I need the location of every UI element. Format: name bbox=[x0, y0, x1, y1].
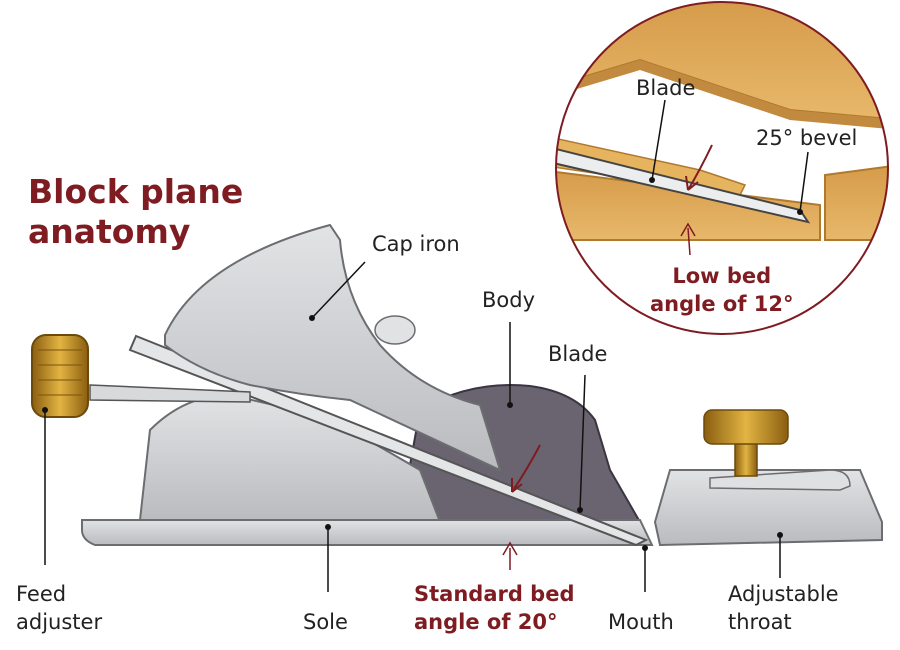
inset-blade-label: Blade bbox=[636, 76, 696, 100]
adjustable-throat-line-1: Adjustable bbox=[728, 582, 839, 606]
feed-adjuster-label: Feed adjuster bbox=[16, 580, 102, 636]
leader-cap-iron bbox=[311, 261, 366, 319]
leader-blade bbox=[579, 374, 586, 511]
low-angle-arc bbox=[687, 144, 713, 191]
standard-bed-line-1: Standard bed bbox=[414, 582, 575, 606]
feed-adjuster-line-1: Feed bbox=[16, 582, 67, 606]
feed-adjuster-line-2: adjuster bbox=[16, 610, 103, 634]
title-line-2: anatomy bbox=[28, 212, 191, 251]
cap-iron-shape bbox=[164, 223, 502, 472]
inset-leader-blade bbox=[651, 99, 666, 181]
inset-blade bbox=[556, 143, 811, 224]
title-line-1: Block plane bbox=[28, 172, 244, 211]
main-blade bbox=[128, 334, 649, 547]
feed-adjuster-knob bbox=[31, 334, 89, 418]
adjustable-throat-label: Adjustable throat bbox=[728, 580, 839, 636]
inset-bevel-label: 25° bevel bbox=[756, 126, 858, 150]
low-bed-line-1: Low bed bbox=[672, 264, 772, 288]
throat-knob-stem bbox=[734, 439, 758, 477]
inset-border bbox=[555, 1, 889, 335]
inset-leader-low bbox=[687, 227, 691, 256]
low-bed-line-2: angle of 12° bbox=[650, 292, 794, 316]
standard-bed-line-2: angle of 20° bbox=[414, 610, 558, 634]
cap-iron-label: Cap iron bbox=[372, 232, 460, 256]
adjuster-rod bbox=[89, 384, 251, 403]
low-bed-label: Low bed angle of 12° bbox=[650, 262, 794, 318]
diagram-title: Block plane anatomy bbox=[28, 172, 243, 252]
body-label: Body bbox=[482, 288, 536, 312]
mouth-label: Mouth bbox=[608, 610, 674, 634]
inset-leader-bevel bbox=[799, 151, 809, 213]
cap-lever-knob bbox=[374, 315, 416, 345]
adjustable-throat-line-2: throat bbox=[728, 610, 792, 634]
blade-label: Blade bbox=[548, 342, 608, 366]
throat-lever bbox=[709, 469, 851, 491]
standard-bed-label: Standard bed angle of 20° bbox=[414, 580, 575, 636]
sole-plate bbox=[81, 519, 654, 546]
standard-angle-arc bbox=[511, 444, 541, 493]
sole-label: Sole bbox=[303, 610, 348, 634]
throat-knob bbox=[703, 409, 789, 445]
